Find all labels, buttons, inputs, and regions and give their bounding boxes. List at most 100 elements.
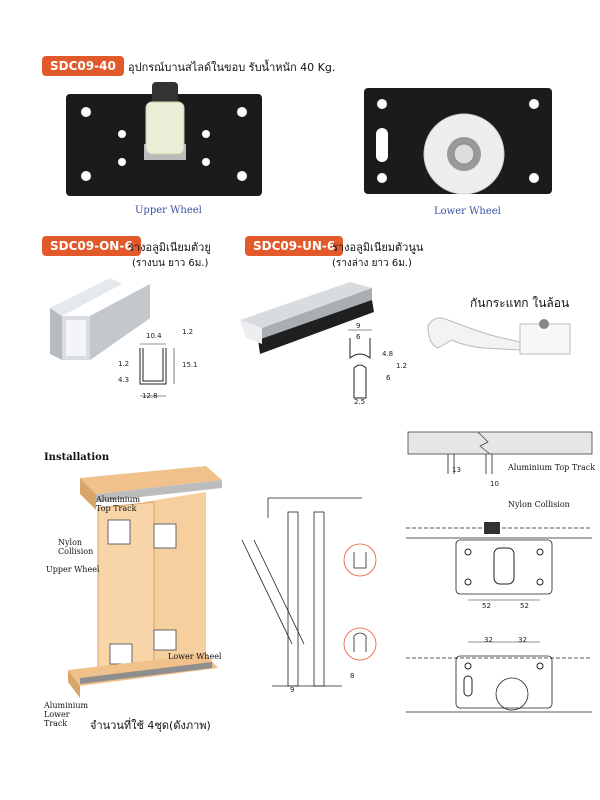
plan-hole [464,548,472,556]
u-dim-10-4: 10.4 [146,332,162,340]
nylon-collision-block [484,522,500,534]
screw-hole [237,107,247,117]
convex-dim-2-5: 2.5 [354,398,366,406]
plan-dim-52a: 52 [482,602,491,610]
plan-hole [536,548,544,556]
convex-track-image [240,282,374,354]
stopper-body [427,317,521,351]
ceiling-break [477,431,491,455]
label-upper-wheel: Upper Wheel [46,565,100,574]
u-dim-1-2-top: 1.2 [182,328,194,336]
u-track-top-right [90,284,150,360]
door-tilt [253,539,305,645]
convex-dim-9: 9 [356,322,361,330]
nylon-stopper-image [427,317,571,355]
plan-view-lower [406,641,592,713]
section-dim-10: 10 [490,480,499,488]
door-illustration [68,466,222,698]
bearing-inner [453,143,475,165]
u-dim-1-2-left: 1.2 [118,360,130,368]
top-track [96,480,222,502]
plan-lower-roller [495,677,529,711]
screw-hole [237,171,247,181]
u-track-inner [66,320,86,356]
product-title: อุปกรณ์บานสไลด์ในขอบ รับน้ำหนัก 40 Kg. [128,61,336,74]
screw-hole [81,171,91,181]
track-on-code-badge: SDC09-ON-6 [42,236,141,256]
upper-plate-plan [455,539,553,595]
track-on-note: (รางบน ยาว 6ม.) [132,258,209,269]
track-on-name: รางอลูมิเนียมตัวยู [128,241,211,254]
upper-roller [145,101,185,155]
section-dim-8: 8 [350,672,355,680]
plan-hole [536,662,544,670]
lower-wheel-caption: Lower Wheel [434,206,501,217]
ceiling-slab [407,431,593,455]
label-aluminium-top-track: Aluminium Top Track [96,495,141,513]
u-dim-4-3: 4.3 [118,376,130,384]
section-dim-9: 9 [290,686,295,694]
screw-hole [529,173,539,183]
bottom-frame-front [68,670,80,698]
convex-dim-4-8: 4.8 [382,350,394,358]
screw-hole [118,158,126,166]
u-dim-12-8: 12.8 [142,392,158,400]
convex-track-profile [348,329,372,399]
u-dim-15-1: 15.1 [182,361,198,369]
convex-track-base [258,300,374,354]
stopper-label: กันกระแทก ในล้อน [470,296,570,310]
plan-view-upper [406,522,592,601]
bottom-track [80,662,212,684]
plan-dim-52b: 52 [520,602,529,610]
detail-circle-top [343,543,377,577]
convex-profile-bottom [353,364,367,399]
section-aluminium-top-track: Aluminium Top Track [508,463,596,472]
plan-hole [536,578,544,586]
plan-dim-32b: 32 [518,636,527,644]
convex-track-top [240,282,372,328]
screw-hole [377,173,387,183]
installation-heading: Installation [44,452,110,463]
screw-hole [529,99,539,109]
convex-dim-1-2: 1.2 [396,362,408,370]
u-track-image [50,278,150,360]
ceiling-section [407,431,593,474]
plan-dim-32a: 32 [484,636,493,644]
detail-circle-bottom [343,627,377,661]
track-un-code-badge: SDC09-UN-6 [245,236,344,256]
u-track-left-wall [50,308,62,360]
screw-hole [118,130,126,138]
convex-dim-6b: 6 [386,374,391,382]
u-track-profile [139,343,175,397]
upper-wheel-image [66,82,262,196]
convex-dim-6: 6 [356,333,361,341]
plan-nylon-collision: Nylon Collision [508,500,570,509]
door-section [287,511,299,687]
u-detail [353,552,367,569]
door-section [313,511,325,687]
stopper-screw [539,319,549,329]
plan-slot [463,675,473,697]
section-dim-13: 13 [452,466,461,474]
plan-roller [493,547,515,585]
convex-profile-top [349,338,371,360]
upper-bracket [153,523,177,549]
screw-hole [202,130,210,138]
plan-hole [464,662,472,670]
door-tilt [241,539,293,645]
convex-detail [353,632,367,652]
label-nylon-collision: Nylon Collision [58,538,94,556]
u-profile-outline [139,348,167,385]
track-un-note: (รางล่าง ยาว 6ม.) [332,258,412,269]
upper-bracket [107,519,131,545]
track-un-name: รางอลูมิเนียมตัวนูน [332,241,424,254]
upper-wheel-caption: Upper Wheel [135,205,202,216]
top-track-section [447,454,493,474]
product-code-badge: SDC09-40 [42,56,124,76]
screw-hole [81,107,91,117]
label-lower-wheel: Lower Wheel [168,652,222,661]
lower-bracket [109,643,133,665]
plan-hole [464,578,472,586]
usage-note: จำนวนที่ใช้ 4ชุด(ดังภาพ) [90,719,211,732]
lower-bracket [153,629,177,651]
